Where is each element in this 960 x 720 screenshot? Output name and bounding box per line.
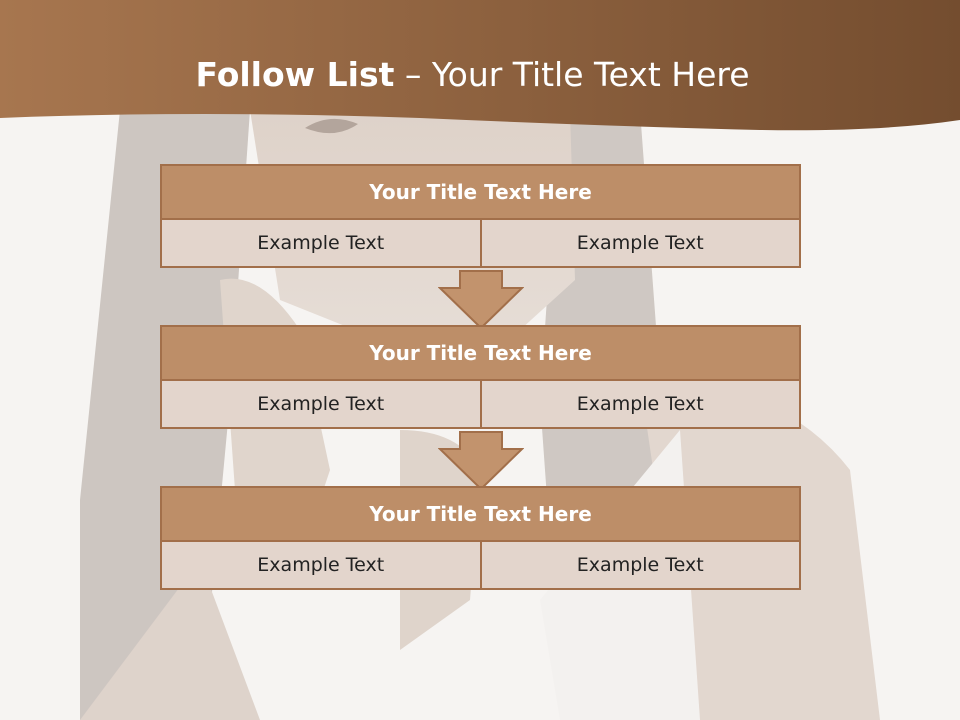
title-bold: Follow List [195, 55, 395, 94]
block-cell-right: Example Text [479, 540, 801, 590]
block-row: Example Text Example Text [160, 379, 801, 429]
block-cell-right: Example Text [479, 379, 801, 429]
block-cell-left: Example Text [160, 379, 482, 429]
header-band [0, 0, 960, 131]
down-arrow-icon [438, 431, 524, 491]
block-cell-left: Example Text [160, 218, 482, 268]
block-row: Example Text Example Text [160, 540, 801, 590]
block-title: Your Title Text Here [160, 486, 801, 542]
list-block-3: Your Title Text Here Example Text Exampl… [160, 486, 801, 590]
block-title: Your Title Text Here [160, 164, 801, 220]
block-cell-right: Example Text [479, 218, 801, 268]
page-title: Follow List – Your Title Text Here [0, 52, 945, 98]
list-block-1: Your Title Text Here Example Text Exampl… [160, 164, 801, 268]
title-rest: – Your Title Text Here [394, 55, 750, 94]
block-cell-left: Example Text [160, 540, 482, 590]
list-block-2: Your Title Text Here Example Text Exampl… [160, 325, 801, 429]
block-title: Your Title Text Here [160, 325, 801, 381]
block-row: Example Text Example Text [160, 218, 801, 268]
down-arrow-icon [438, 270, 524, 330]
